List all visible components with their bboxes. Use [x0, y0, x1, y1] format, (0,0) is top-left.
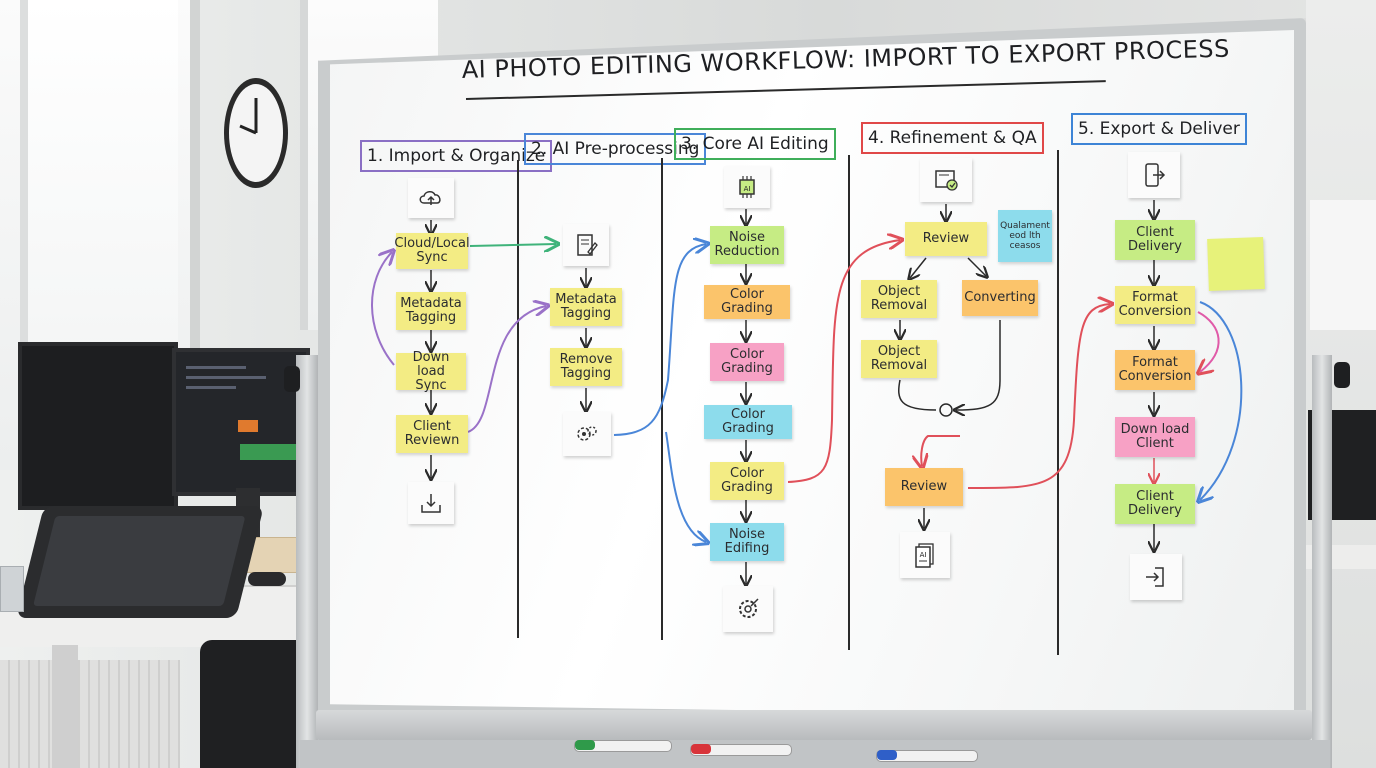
- quality-check-icon: [920, 158, 972, 202]
- note-format-conversion-1: Format Conversion: [1115, 286, 1195, 324]
- marker-blue[interactable]: [876, 750, 978, 762]
- note-client-delivery-2: Client Delivery: [1115, 484, 1195, 524]
- note-client-reviewn: Client Reviewn: [396, 415, 468, 453]
- note-noise-reduction: Noise Reduction: [710, 226, 784, 264]
- note-download-client: Down load Client: [1115, 417, 1195, 457]
- marker-tray: [316, 710, 1312, 740]
- office-window: [0, 0, 200, 470]
- note-cloud-local-sync: Cloud/Local Sync: [394, 233, 470, 269]
- note-client-delivery-1: Client Delivery: [1115, 220, 1195, 260]
- note-object-removal-1: Object Removal: [861, 280, 937, 318]
- document-edit-icon: [563, 224, 609, 266]
- column-divider: [517, 160, 519, 638]
- note-review-final: Review: [885, 468, 963, 506]
- column-header-refinement: 4. Refinement & QA: [861, 122, 1044, 154]
- stand-knob-right: [1334, 362, 1350, 388]
- note-color-grading-4: Color Grading: [710, 462, 784, 500]
- cloud-upload-icon: [408, 178, 454, 218]
- svg-text:AI: AI: [920, 551, 927, 559]
- board-stand-left: [296, 355, 318, 768]
- wall-clock-icon: [224, 78, 288, 188]
- board-stand-right: [1312, 355, 1332, 768]
- ai-document-icon: AI: [900, 532, 950, 578]
- note-metadata-tagging: Metadata Tagging: [396, 292, 466, 330]
- monitor-left: [18, 342, 178, 510]
- phone-export-icon: [1128, 152, 1180, 198]
- export-arrow-icon: [1130, 554, 1182, 600]
- stand-knob-left: [284, 366, 300, 392]
- note-color-grading-1: Color Grading: [704, 285, 790, 319]
- note-converting: Converting: [962, 280, 1038, 316]
- note-remove-tagging: Remove Tagging: [550, 348, 622, 386]
- pen-cup: [0, 566, 24, 612]
- desk-leg: [52, 645, 78, 768]
- note-color-grading-3: Color Grading: [704, 405, 792, 439]
- note-noise-edifing: Noise Edifing: [710, 523, 784, 561]
- column-divider: [848, 155, 850, 650]
- column-header-import: 1. Import & Organize: [360, 140, 553, 172]
- column-header-export: 5. Export & Deliver: [1071, 113, 1247, 145]
- note-format-conversion-2: Format Conversion: [1115, 350, 1195, 390]
- ai-chip-icon: AI: [724, 166, 770, 208]
- column-divider: [1057, 150, 1059, 655]
- stand-crossbar: [300, 740, 1330, 768]
- note-color-grading-2: Color Grading: [710, 343, 784, 381]
- download-tray-icon: [408, 482, 454, 524]
- note-object-removal-2: Object Removal: [861, 340, 937, 378]
- column-divider: [661, 158, 663, 640]
- gear-settings-icon: [723, 586, 773, 632]
- svg-text:AI: AI: [744, 185, 751, 193]
- marker-green[interactable]: [574, 740, 672, 752]
- sticky-note-blank-right: [1207, 237, 1265, 291]
- radiator: [0, 660, 180, 768]
- drawing-tablet: [16, 506, 264, 618]
- note-metadata-tagging-ai: Metadata Tagging: [550, 288, 622, 326]
- marker-red[interactable]: [690, 744, 792, 756]
- ai-gears-icon: [563, 412, 611, 456]
- mouse: [248, 572, 286, 586]
- column-header-core-editing: 3. Core AI Editing: [674, 128, 836, 160]
- note-review-qa: Review: [905, 222, 987, 256]
- note-download-sync: Down load Sync: [396, 350, 466, 392]
- wall-sheet: [1310, 200, 1376, 330]
- office-chair: [200, 640, 310, 768]
- column-header-preprocessing: 2. AI Pre-processing: [524, 133, 707, 165]
- note-quality-side: Qualament eod lth ceasos: [998, 210, 1052, 262]
